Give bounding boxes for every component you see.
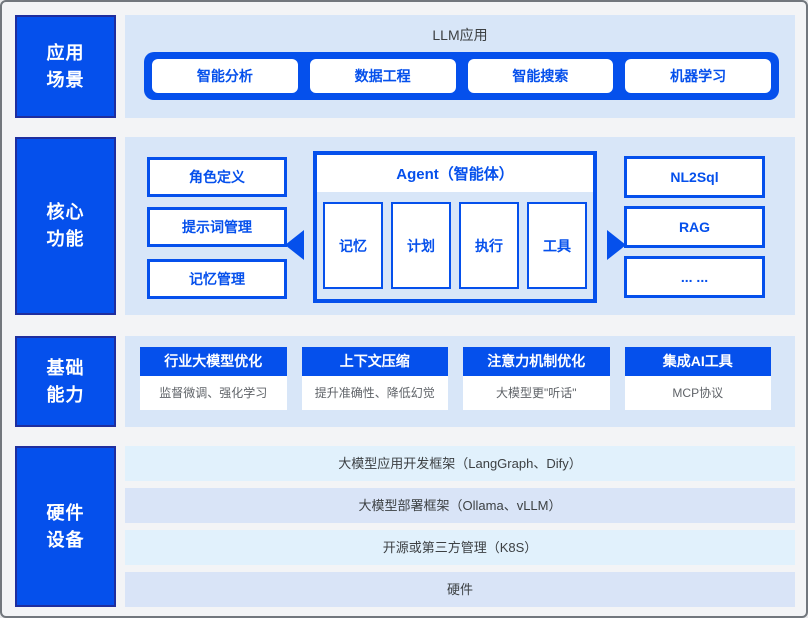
layer-label-text: 基础能力 — [46, 357, 85, 405]
node-rag: RAG — [624, 206, 765, 248]
arrow-right-icon — [607, 230, 626, 260]
arrow-left-icon — [285, 230, 304, 260]
card-title: 上下文压缩 — [301, 347, 448, 376]
node-agent-planning: 计划 — [391, 202, 451, 289]
bar-deployment-framework: 大模型部署框架（Ollama、vLLM） — [125, 488, 795, 523]
card-attention-mechanism-optimization: 注意力机制优化 大模型更"听话" — [463, 347, 610, 410]
layer-label-core-functions: 核心功能 — [15, 137, 116, 315]
card-title: 集成AI工具 — [624, 347, 771, 376]
node-intelligent-search: 智能搜索 — [467, 59, 614, 93]
panel-basic-capabilities: 行业大模型优化 监督微调、强化学习 上下文压缩 提升准确性、降低幻觉 注意力机制… — [125, 336, 795, 427]
card-desc: 大模型更"听话" — [463, 376, 610, 410]
node-data-engineering: 数据工程 — [309, 59, 456, 93]
card-industry-model-optimization: 行业大模型优化 监督微调、强化学习 — [140, 347, 287, 410]
node-intelligent-analysis: 智能分析 — [152, 59, 298, 93]
layer-label-text: 核心功能 — [46, 202, 85, 249]
card-title: 注意力机制优化 — [463, 347, 610, 376]
node-machine-learning: 机器学习 — [625, 59, 771, 93]
node-nl2sql: NL2Sql — [624, 156, 765, 198]
card-desc: MCP协议 — [624, 376, 771, 410]
card-context-compression: 上下文压缩 提升准确性、降低幻觉 — [301, 347, 448, 410]
card-desc: 监督微调、强化学习 — [140, 376, 287, 410]
agent-container: Agent（智能体） 记忆 计划 执行 工具 — [313, 151, 597, 303]
agent-title: Agent（智能体） — [317, 155, 593, 192]
llm-app-strip: 智能分析 数据工程 智能搜索 机器学习 — [144, 52, 779, 100]
node-agent-memory: 记忆 — [323, 202, 383, 289]
node-agent-tools: 工具 — [527, 202, 587, 289]
layer-label-text: 应用场景 — [46, 42, 85, 90]
node-memory-management: 记忆管理 — [147, 259, 287, 299]
layer-label-text: 硬件设备 — [46, 502, 85, 550]
agent-body: 记忆 计划 执行 工具 — [317, 192, 593, 299]
panel-llm-applications: LLM应用 智能分析 数据工程 智能搜索 机器学习 — [125, 15, 795, 118]
layer-label-application-scenarios: 应用场景 — [15, 15, 116, 118]
node-ellipsis: ... ... — [624, 256, 765, 298]
panel-core-functions: 角色定义 提示词管理 记忆管理 Agent（智能体） 记忆 计划 执行 工具 N… — [125, 137, 795, 315]
bar-open-source-management: 开源或第三方管理（K8S） — [125, 530, 795, 565]
card-desc: 提升准确性、降低幻觉 — [301, 376, 448, 410]
bar-hardware: 硬件 — [125, 572, 795, 607]
llm-app-title: LLM应用 — [432, 27, 488, 43]
node-prompt-management: 提示词管理 — [147, 207, 287, 247]
card-integrated-ai-tools: 集成AI工具 MCP协议 — [624, 347, 771, 410]
bar-app-dev-framework: 大模型应用开发框架（LangGraph、Dify） — [125, 446, 795, 481]
card-title: 行业大模型优化 — [140, 347, 287, 376]
node-role-definition: 角色定义 — [147, 157, 287, 197]
layer-label-hardware-devices: 硬件设备 — [15, 446, 116, 607]
layer-label-basic-capabilities: 基础能力 — [15, 336, 116, 427]
node-agent-execution: 执行 — [459, 202, 519, 289]
